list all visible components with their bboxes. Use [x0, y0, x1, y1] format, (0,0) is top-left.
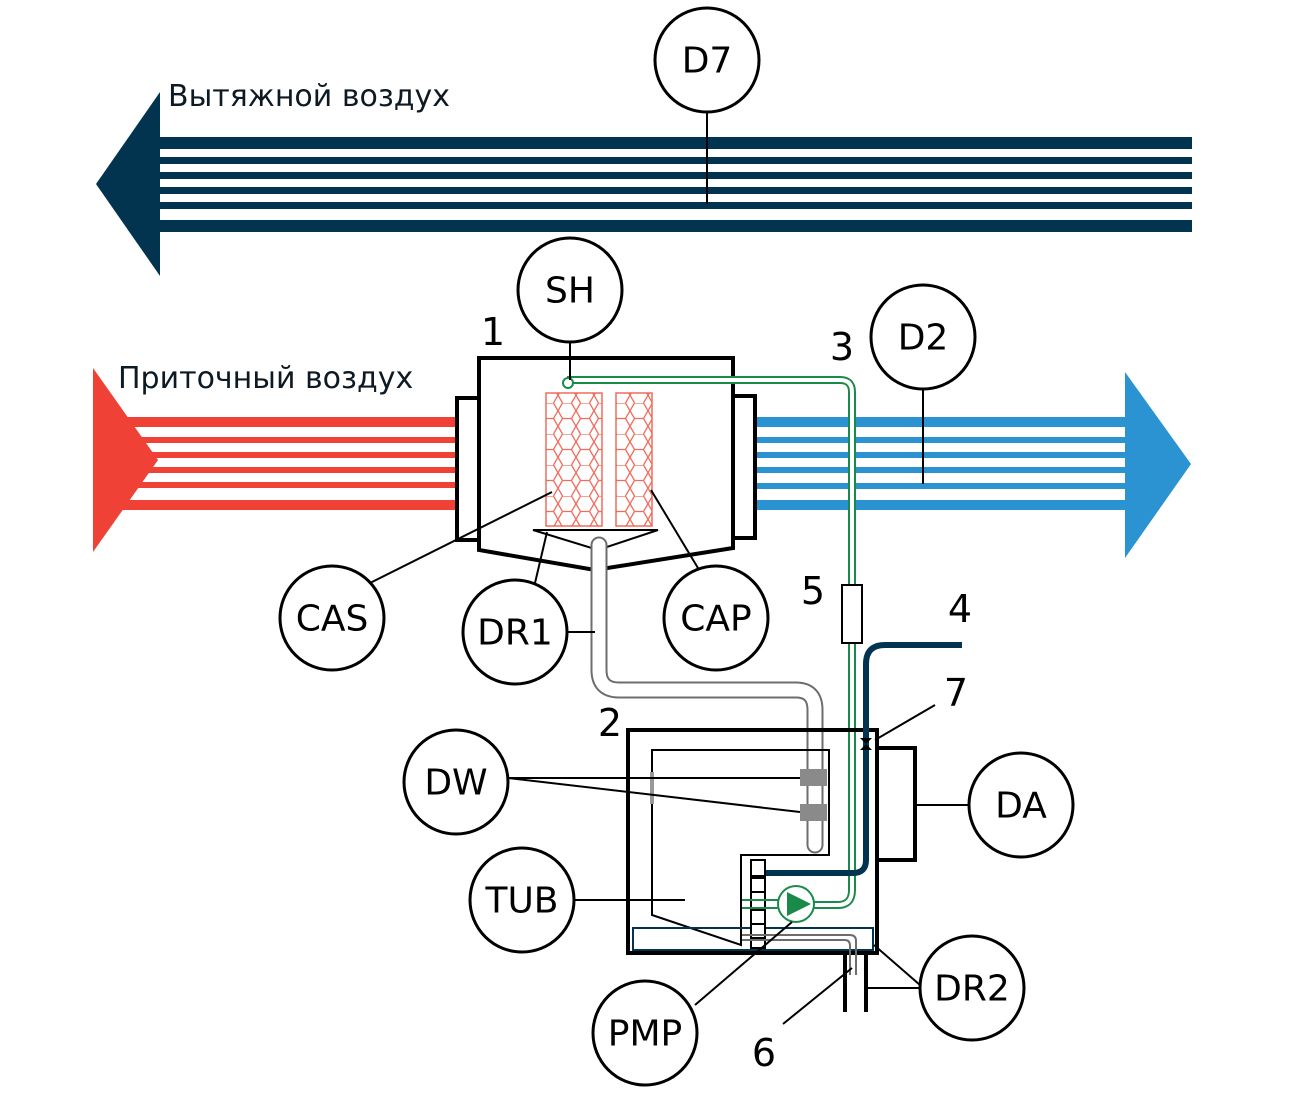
supply-out-stream	[755, 500, 1127, 510]
label-6: 6	[752, 1031, 776, 1075]
label-3: 3	[830, 325, 854, 369]
callout-da: DA	[967, 751, 1075, 859]
callout-tub-label: TUB	[484, 881, 558, 922]
exhaust-stream	[158, 137, 1192, 149]
callout-d2-label: D2	[898, 318, 949, 359]
cassette-left	[545, 392, 603, 527]
callout-dr2-label: DR2	[934, 969, 1010, 1010]
label-5: 5	[801, 569, 825, 613]
label-2: 2	[598, 701, 622, 745]
supply-in-arrow-tail	[93, 368, 158, 552]
exhaust-stream	[158, 187, 1192, 194]
callout-pmp-label: PMP	[608, 1014, 682, 1055]
callout-d7: D7	[653, 6, 761, 114]
float-sensor	[800, 804, 827, 821]
exhaust-air-flow	[96, 92, 1192, 276]
exhaust-stream	[158, 157, 1192, 164]
exhaust-arrow-head	[96, 92, 160, 276]
supply-air-label: Приточный воздух	[118, 361, 413, 396]
supply-in-stream	[118, 417, 458, 427]
water-filter	[841, 584, 863, 644]
callout-dw: DW	[402, 728, 510, 836]
supply-out-stream	[755, 452, 1127, 458]
float-sensor	[800, 769, 827, 786]
water-tank	[626, 728, 917, 955]
callout-dr1-label: DR1	[477, 613, 553, 654]
callout-da-label: DA	[995, 786, 1047, 827]
exhaust-stream	[158, 202, 1192, 209]
label-7: 7	[944, 671, 968, 715]
supply-in-stream	[140, 437, 458, 443]
callout-cap: CAP	[662, 564, 770, 672]
water-inlet-pipe	[766, 642, 962, 876]
callout-cap-label: CAP	[680, 599, 751, 640]
supply-out-stream	[755, 417, 1127, 427]
pump	[777, 885, 815, 923]
supply-out-stream	[755, 467, 1127, 473]
humidifier-section	[455, 356, 757, 573]
exhaust-stream	[158, 172, 1192, 179]
exhaust-stream	[158, 220, 1192, 232]
label-4: 4	[948, 587, 972, 631]
callout-pmp: PMP	[591, 979, 699, 1087]
cassette-right	[615, 392, 653, 527]
supply-air-out-flow	[755, 372, 1191, 558]
callout-dr2: DR2	[918, 934, 1026, 1042]
sprinkler-head	[562, 377, 574, 389]
supply-air-in-flow	[93, 368, 458, 552]
callout-sh-label: SH	[545, 271, 595, 312]
callout-tub: TUB	[468, 846, 576, 954]
label-1: 1	[481, 310, 505, 354]
callout-dw-label: DW	[424, 763, 487, 804]
callout-dr1: DR1	[461, 578, 569, 686]
callout-sh: SH	[516, 236, 624, 344]
callout-cas-label: CAS	[296, 599, 369, 640]
float-valve	[860, 738, 872, 750]
supply-in-stream	[135, 482, 458, 488]
supply-out-stream	[755, 437, 1127, 443]
callout-d7-label: D7	[682, 41, 733, 82]
exhaust-air-label: Вытяжной воздух	[168, 79, 450, 114]
callout-cas: CAS	[278, 564, 386, 672]
callout-d2: D2	[869, 283, 977, 391]
supply-in-stream	[118, 500, 458, 510]
supply-out-stream	[755, 483, 1127, 489]
supply-in-stream	[150, 452, 458, 458]
supply-in-stream	[148, 467, 458, 473]
supply-out-arrow-head	[1125, 372, 1191, 558]
